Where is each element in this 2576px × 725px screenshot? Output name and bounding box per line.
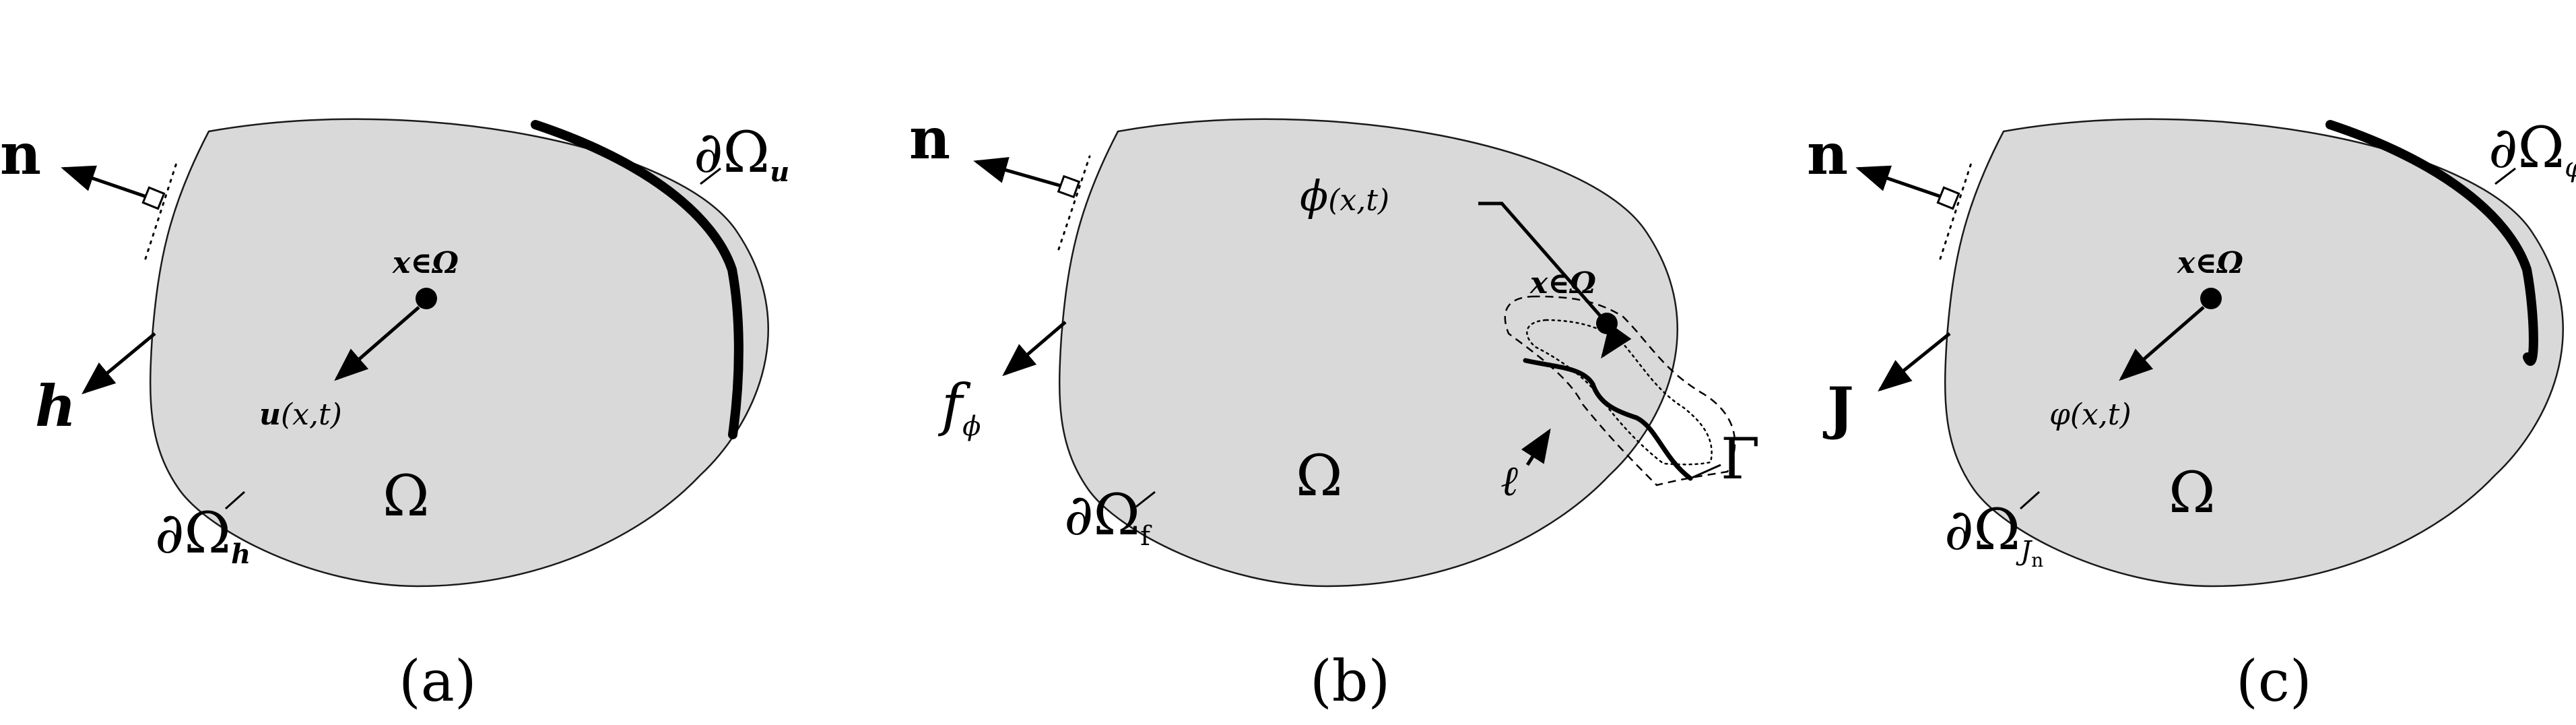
boundary-flux-arrow [1878,332,1951,392]
normal-arrow [1855,165,1952,202]
field-args: (x,t) [2070,398,2132,432]
tangent-line [1939,162,1973,260]
boundary-traction-label: h [35,373,76,439]
domain-region [149,118,769,588]
field-args: (x,t) [281,398,342,432]
neumann-subscript: h [231,538,251,570]
neumann-subscript: f [1140,521,1152,552]
right-angle-marker [141,186,166,210]
neumann-label: ∂Ωh [155,500,251,570]
field-label: φ(x,t) [2049,398,2132,432]
normal-label: n [1807,121,1848,187]
panel-a: n h x∈Ω u(x,t) Ω ∂Ωu ∂Ωh (a) [0,118,789,714]
boundary-flux-label: J [1822,375,1854,441]
field-arrow [334,306,420,381]
interior-point [2200,288,2222,309]
interior-point [416,288,437,309]
crack-path [1523,358,1693,481]
field-symbol: φ [2049,398,2070,432]
crack-leader [1690,464,1721,480]
partial-omega: ∂Ω [2488,115,2565,181]
field-symbol: u [259,398,281,432]
neumann-leader [1135,491,1156,508]
domain-label: Ω [2169,460,2216,526]
panel-c: n J x∈Ω φ(x,t) Ω ∂Ωφ ∂ΩJn (c) [1807,115,2576,714]
neumann-subsubscript: n [2031,549,2043,571]
boundary-flux-label: fϕ [937,372,981,442]
caption-c: (c) [2236,648,2312,714]
phase-field-symbol: ϕ [1300,171,1328,220]
normal-arrow [973,157,1071,191]
tangent-line [1057,155,1091,251]
length-scale-arrow-top [1601,323,1632,359]
neumann-label: ∂Ωf [1064,482,1152,552]
dirichlet-subscript: u [770,156,789,188]
length-scale-arrow-bottom [1521,428,1551,466]
neumann-leader [225,491,245,510]
partial-omega: ∂Ω [155,500,231,566]
phase-field-args: (x,t) [1328,183,1389,218]
field-arrow [2119,306,2205,381]
dirichlet-leader [700,167,721,185]
field-label: u(x,t) [259,398,342,432]
tangent-line [144,162,178,260]
boundary-flux-arrow [1002,321,1067,377]
domain-region [1944,118,2564,588]
phase-field-leader [1478,201,1608,325]
neumann-leader [2020,491,2040,510]
normal-label: n [909,105,950,172]
domain-label: Ω [383,463,430,529]
caption-b: (b) [1310,648,1390,714]
normal-arrow [61,165,157,202]
neumann-label: ∂ΩJn [1944,497,2043,571]
phase-field-label: ϕ(x,t) [1300,171,1389,220]
partial-omega: ∂Ω [694,119,770,185]
dirichlet-subscript: φ [2565,152,2576,183]
partial-omega: ∂Ω [1944,497,2020,563]
dirichlet-label: ∂Ωφ [2488,115,2576,183]
interior-point-label: x∈Ω [392,246,459,280]
interior-point-label: x∈Ω [2177,246,2243,280]
dirichlet-leader [2495,167,2516,185]
normal-label: n [0,121,41,187]
crack-label: Γ [1721,426,1760,492]
flux-subscript: ϕ [962,411,981,442]
dirichlet-boundary [2325,120,2538,366]
dirichlet-boundary [531,120,744,439]
domain-label: Ω [1296,443,1343,509]
caption-a: (a) [399,648,477,714]
regularized-band-inner [1526,319,1713,466]
dirichlet-label: ∂Ωu [694,119,789,188]
right-angle-marker [1057,175,1081,199]
boundary-traction-arrow [81,332,156,395]
right-angle-marker [1936,186,1960,210]
length-scale-label: ℓ [1500,456,1518,505]
partial-omega: ∂Ω [1064,482,1140,548]
panel-b: n fϕ x∈Ω ϕ(x,t) ℓ Γ Ω ∂Ωf (b) [909,105,1760,714]
regularized-band-outer [1504,295,1736,486]
